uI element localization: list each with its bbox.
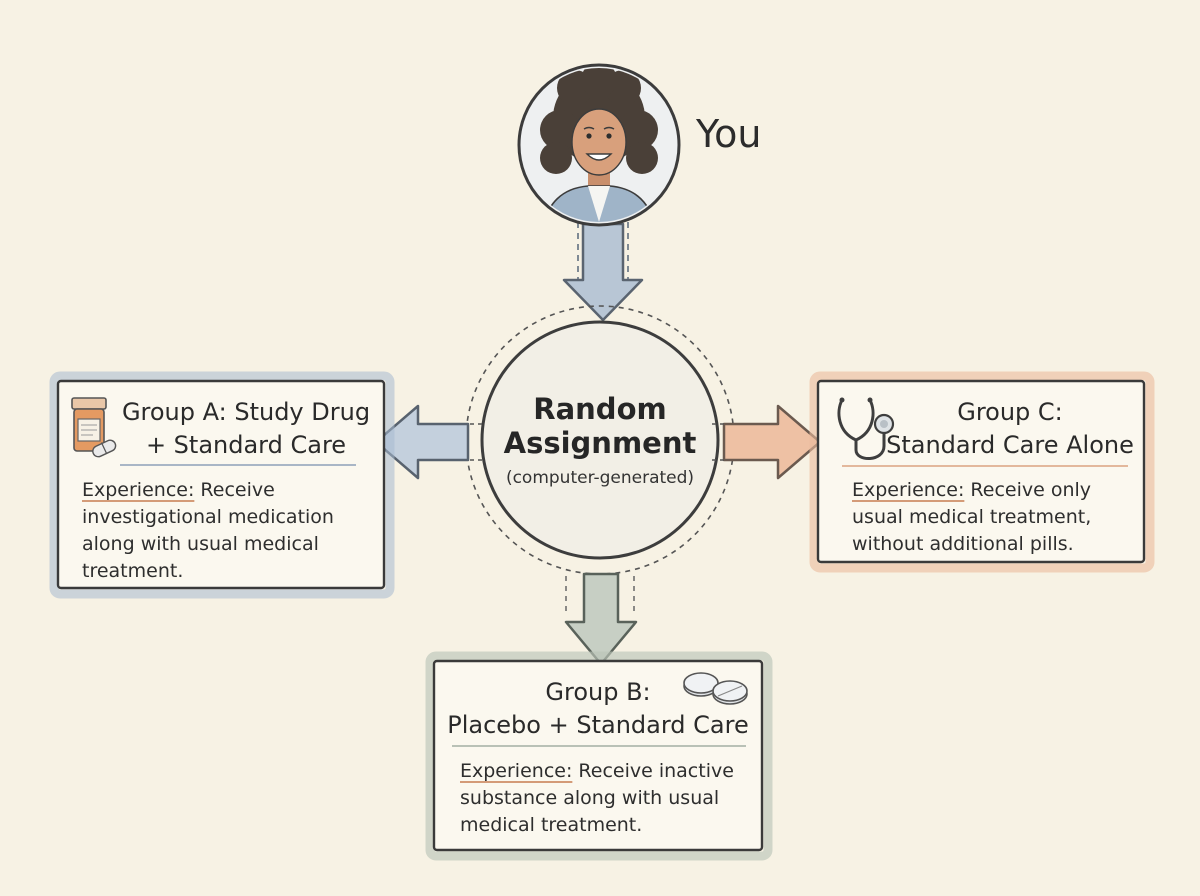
person-avatar-icon — [517, 63, 681, 227]
arrow-to-group-b — [564, 572, 638, 666]
group-c-title-line1: Group C: — [957, 398, 1063, 426]
group-b-experience-text: Receive inactive substance along with us… — [460, 760, 734, 836]
you-label: You — [696, 112, 762, 156]
group-a-title-line1: Group A: Study Drug — [121, 398, 371, 426]
stethoscope-icon — [837, 397, 895, 460]
group-b-card: Group B: Placebo + Standard Care — [440, 676, 756, 742]
group-a-card: Group A: Study Drug + Standard Care — [116, 396, 376, 462]
group-b-title-line2: Placebo + Standard Care — [447, 711, 749, 739]
group-a-experience-text: Receive investigational medication along… — [82, 479, 334, 582]
tablets-icon — [683, 672, 748, 705]
center-title-line2: Assignment — [503, 426, 697, 460]
group-a-frame — [49, 371, 395, 599]
group-c-experience: Experience: Receive only usual medical t… — [852, 477, 1128, 558]
group-a-title-line2: + Standard Care — [145, 431, 347, 459]
group-a-experience-label: Experience: — [82, 479, 195, 501]
group-c-experience-text: Receive only usual medical treatment, wi… — [852, 479, 1092, 555]
arrow-you-to-assignment — [562, 222, 644, 322]
group-c-frame — [809, 371, 1155, 573]
group-c-card: Group C: Standard Care Alone — [886, 396, 1134, 462]
arrow-to-group-c — [712, 404, 822, 480]
group-c-title-line2: Standard Care Alone — [886, 431, 1134, 459]
group-b-frame — [425, 651, 773, 861]
arrow-to-group-a — [374, 404, 486, 480]
group-a-experience: Experience: Receive investigational medi… — [82, 477, 368, 585]
random-assignment-subtitle: (computer-generated) — [505, 468, 695, 488]
pill-bottle-icon — [71, 397, 117, 458]
center-title-line1: Random — [533, 392, 667, 426]
group-b-experience: Experience: Receive inactive substance a… — [460, 758, 746, 839]
group-b-experience-label: Experience: — [460, 760, 573, 782]
group-b-title-line1: Group B: — [545, 678, 651, 706]
random-assignment-title: Random Assignment — [470, 392, 730, 460]
group-c-experience-label: Experience: — [852, 479, 965, 501]
